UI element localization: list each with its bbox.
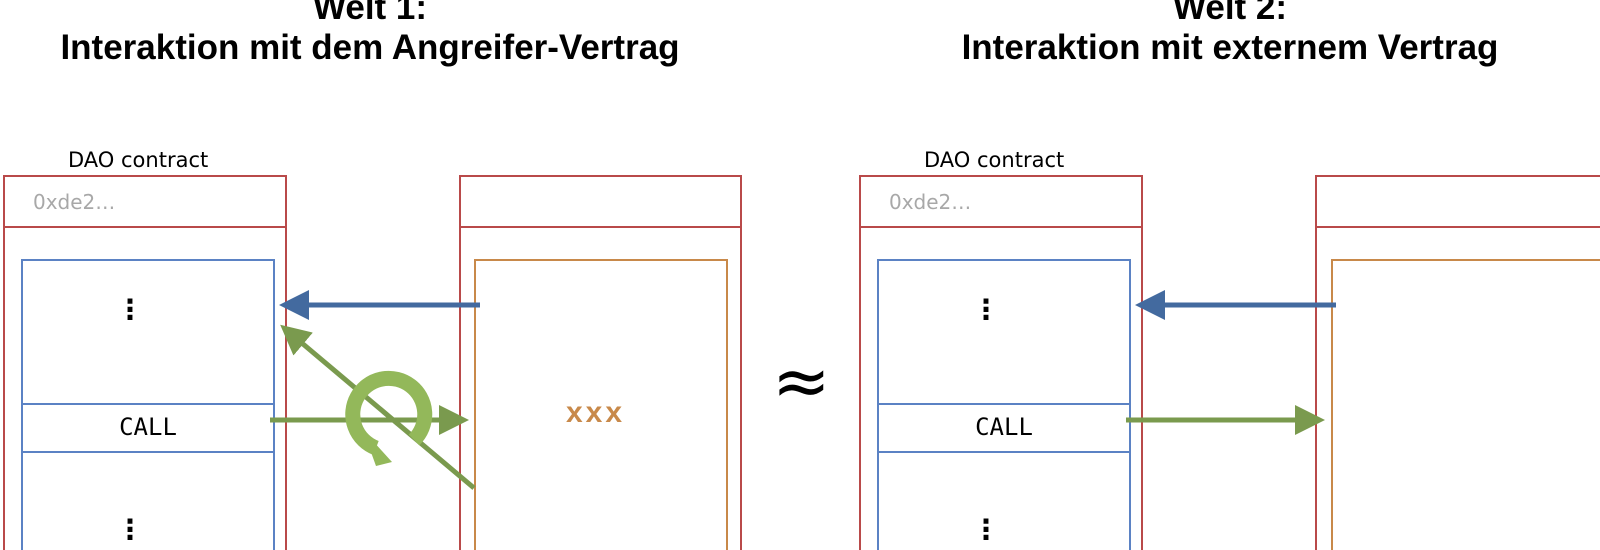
world2-title-line1: Welt 2: [1172,0,1288,27]
world1-contract-code: xxx [566,396,626,429]
world2-dao-label: DAO contract [924,148,1065,172]
world2-dao-stack [877,259,1131,550]
world2-external-code-box [1331,259,1600,550]
world1-attacker-contract [459,175,742,550]
world1-reentry-arrow [280,324,476,490]
world1-attacker-code-box [474,259,728,550]
world2-title-line2: Interaktion mit externem Vertrag [961,28,1499,67]
approx-symbol: ≈ [772,340,831,422]
world1-dao-contract [3,175,287,550]
world2-dots-top: ⋮ [972,293,1000,326]
world1-dots-bottom: ⋮ [116,513,144,546]
world2-dots-bottom: ⋮ [972,513,1000,546]
world1-dao-label: DAO contract [68,148,209,172]
world2-address: 0xde2… [889,190,972,214]
world1-title: Welt 1: Interaktion mit dem Angreifer-Ve… [0,0,740,68]
world1-dots-top: ⋮ [116,293,144,326]
world1-dao-stack [21,259,275,550]
world1-title-line1: Welt 1: [312,0,428,27]
world2-call-label: CALL [975,413,1033,441]
world2-external-contract [1315,175,1600,550]
world2-dao-contract [859,175,1143,550]
world1-call-label: CALL [119,413,177,441]
world2-title: Welt 2: Interaktion mit externem Vertrag [860,0,1600,68]
world1-title-line2: Interaktion mit dem Angreifer-Vertrag [60,28,680,67]
loop-icon [345,370,433,466]
world1-address: 0xde2… [33,190,116,214]
